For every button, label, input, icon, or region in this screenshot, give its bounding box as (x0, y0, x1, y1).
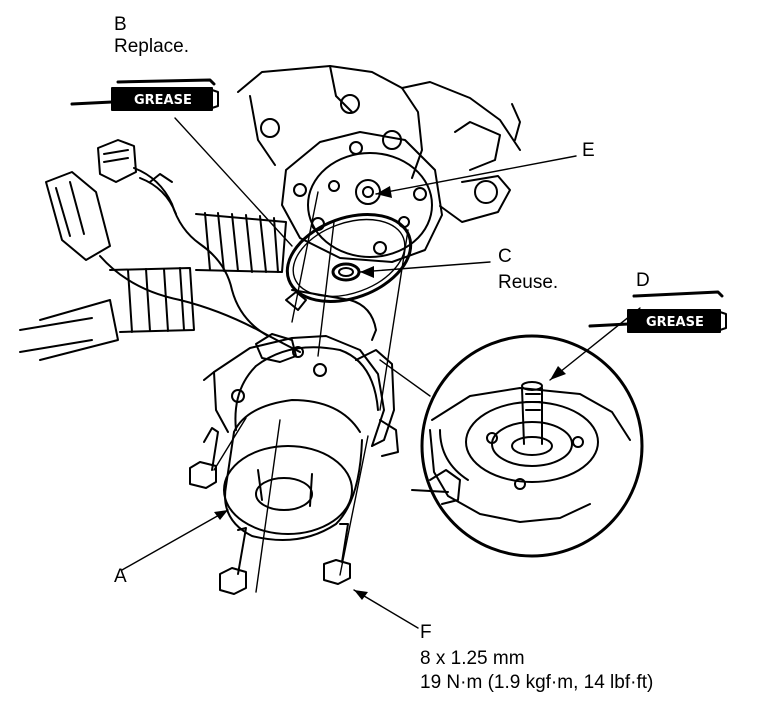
leader-a (121, 509, 229, 571)
grease-label-b: GREASE (134, 93, 192, 108)
guide-lines (213, 191, 409, 593)
gearbox-housing (237, 65, 521, 223)
callout-a-letter: A (114, 566, 127, 587)
callout-b-letter: B (114, 14, 127, 35)
callout-b-note: Replace. (114, 36, 189, 57)
bolts-f (189, 427, 351, 595)
callout-f-spec-line1: 8 x 1.25 mm (420, 648, 525, 669)
callout-c-letter: C (498, 246, 512, 267)
callout-e-letter: E (582, 140, 595, 161)
leader-lines (121, 117, 641, 629)
callout-f-spec-line2: 19 N·m (1.9 kgf·m, 14 lbf·ft) (420, 672, 654, 693)
callout-f-letter: F (420, 622, 432, 643)
grease-label-d: GREASE (646, 315, 704, 330)
callout-d-letter: D (636, 270, 650, 291)
leader-d (549, 307, 641, 381)
detail-inset (379, 334, 644, 558)
leader-b (174, 117, 293, 247)
o-ring-b (285, 213, 413, 303)
motor-a (203, 333, 399, 541)
rack-boot (19, 212, 287, 361)
gearbox-flange (281, 131, 443, 263)
grease-icon-b: GREASE (70, 78, 219, 111)
wiring-harness (45, 139, 377, 353)
grease-icon-d: GREASE (588, 290, 727, 333)
callout-c-note: Reuse. (498, 272, 559, 293)
seal-c (331, 262, 361, 282)
leader-e (375, 155, 577, 195)
leader-c (359, 261, 491, 273)
